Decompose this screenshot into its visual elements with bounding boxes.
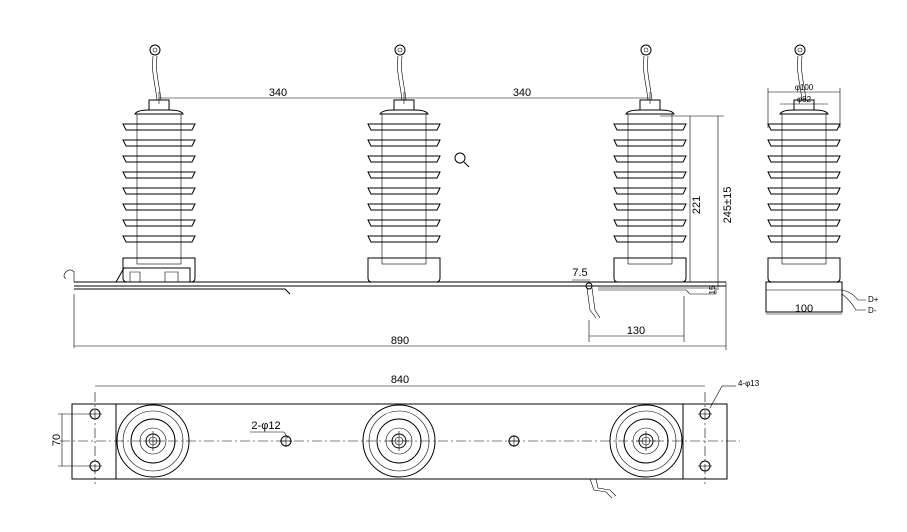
dim-side-width: 100 xyxy=(795,303,813,315)
insulator-right xyxy=(613,44,687,283)
magnifier-icon[interactable] xyxy=(454,152,470,168)
dim-plan-width: 70 xyxy=(51,434,63,446)
dim-side-top: φ100 xyxy=(795,83,814,92)
front-elevation: 340 340 221 245±15 15 7.5 130 890 xyxy=(63,44,734,350)
dim-plan-holes: 4-φ13 xyxy=(738,379,760,388)
plan-view: 2-φ12 840 4-φ13 70 xyxy=(51,374,760,499)
terminal-plus: D+ xyxy=(868,295,879,304)
dim-height-245: 245±15 xyxy=(722,187,734,224)
dim-height-221: 221 xyxy=(691,196,703,214)
insulator-side xyxy=(767,44,841,283)
side-elevation: D+ D- φ100 φ82 100 xyxy=(765,44,879,315)
dim-side-mid: φ82 xyxy=(797,95,812,104)
insulator-left xyxy=(122,44,196,283)
svg-text:15: 15 xyxy=(708,285,717,294)
dim-offset-130: 130 xyxy=(627,325,645,337)
dim-base-length: 890 xyxy=(391,335,409,347)
dim-offset-7-5: 7.5 xyxy=(572,267,587,279)
dim-plan-slots: 2-φ12 xyxy=(251,420,280,432)
dim-spacing-right: 340 xyxy=(513,87,531,99)
insulator-middle xyxy=(367,44,441,283)
dim-spacing-left: 340 xyxy=(269,87,287,99)
dim-plan-length: 840 xyxy=(391,374,409,386)
terminal-minus: D- xyxy=(868,306,877,315)
